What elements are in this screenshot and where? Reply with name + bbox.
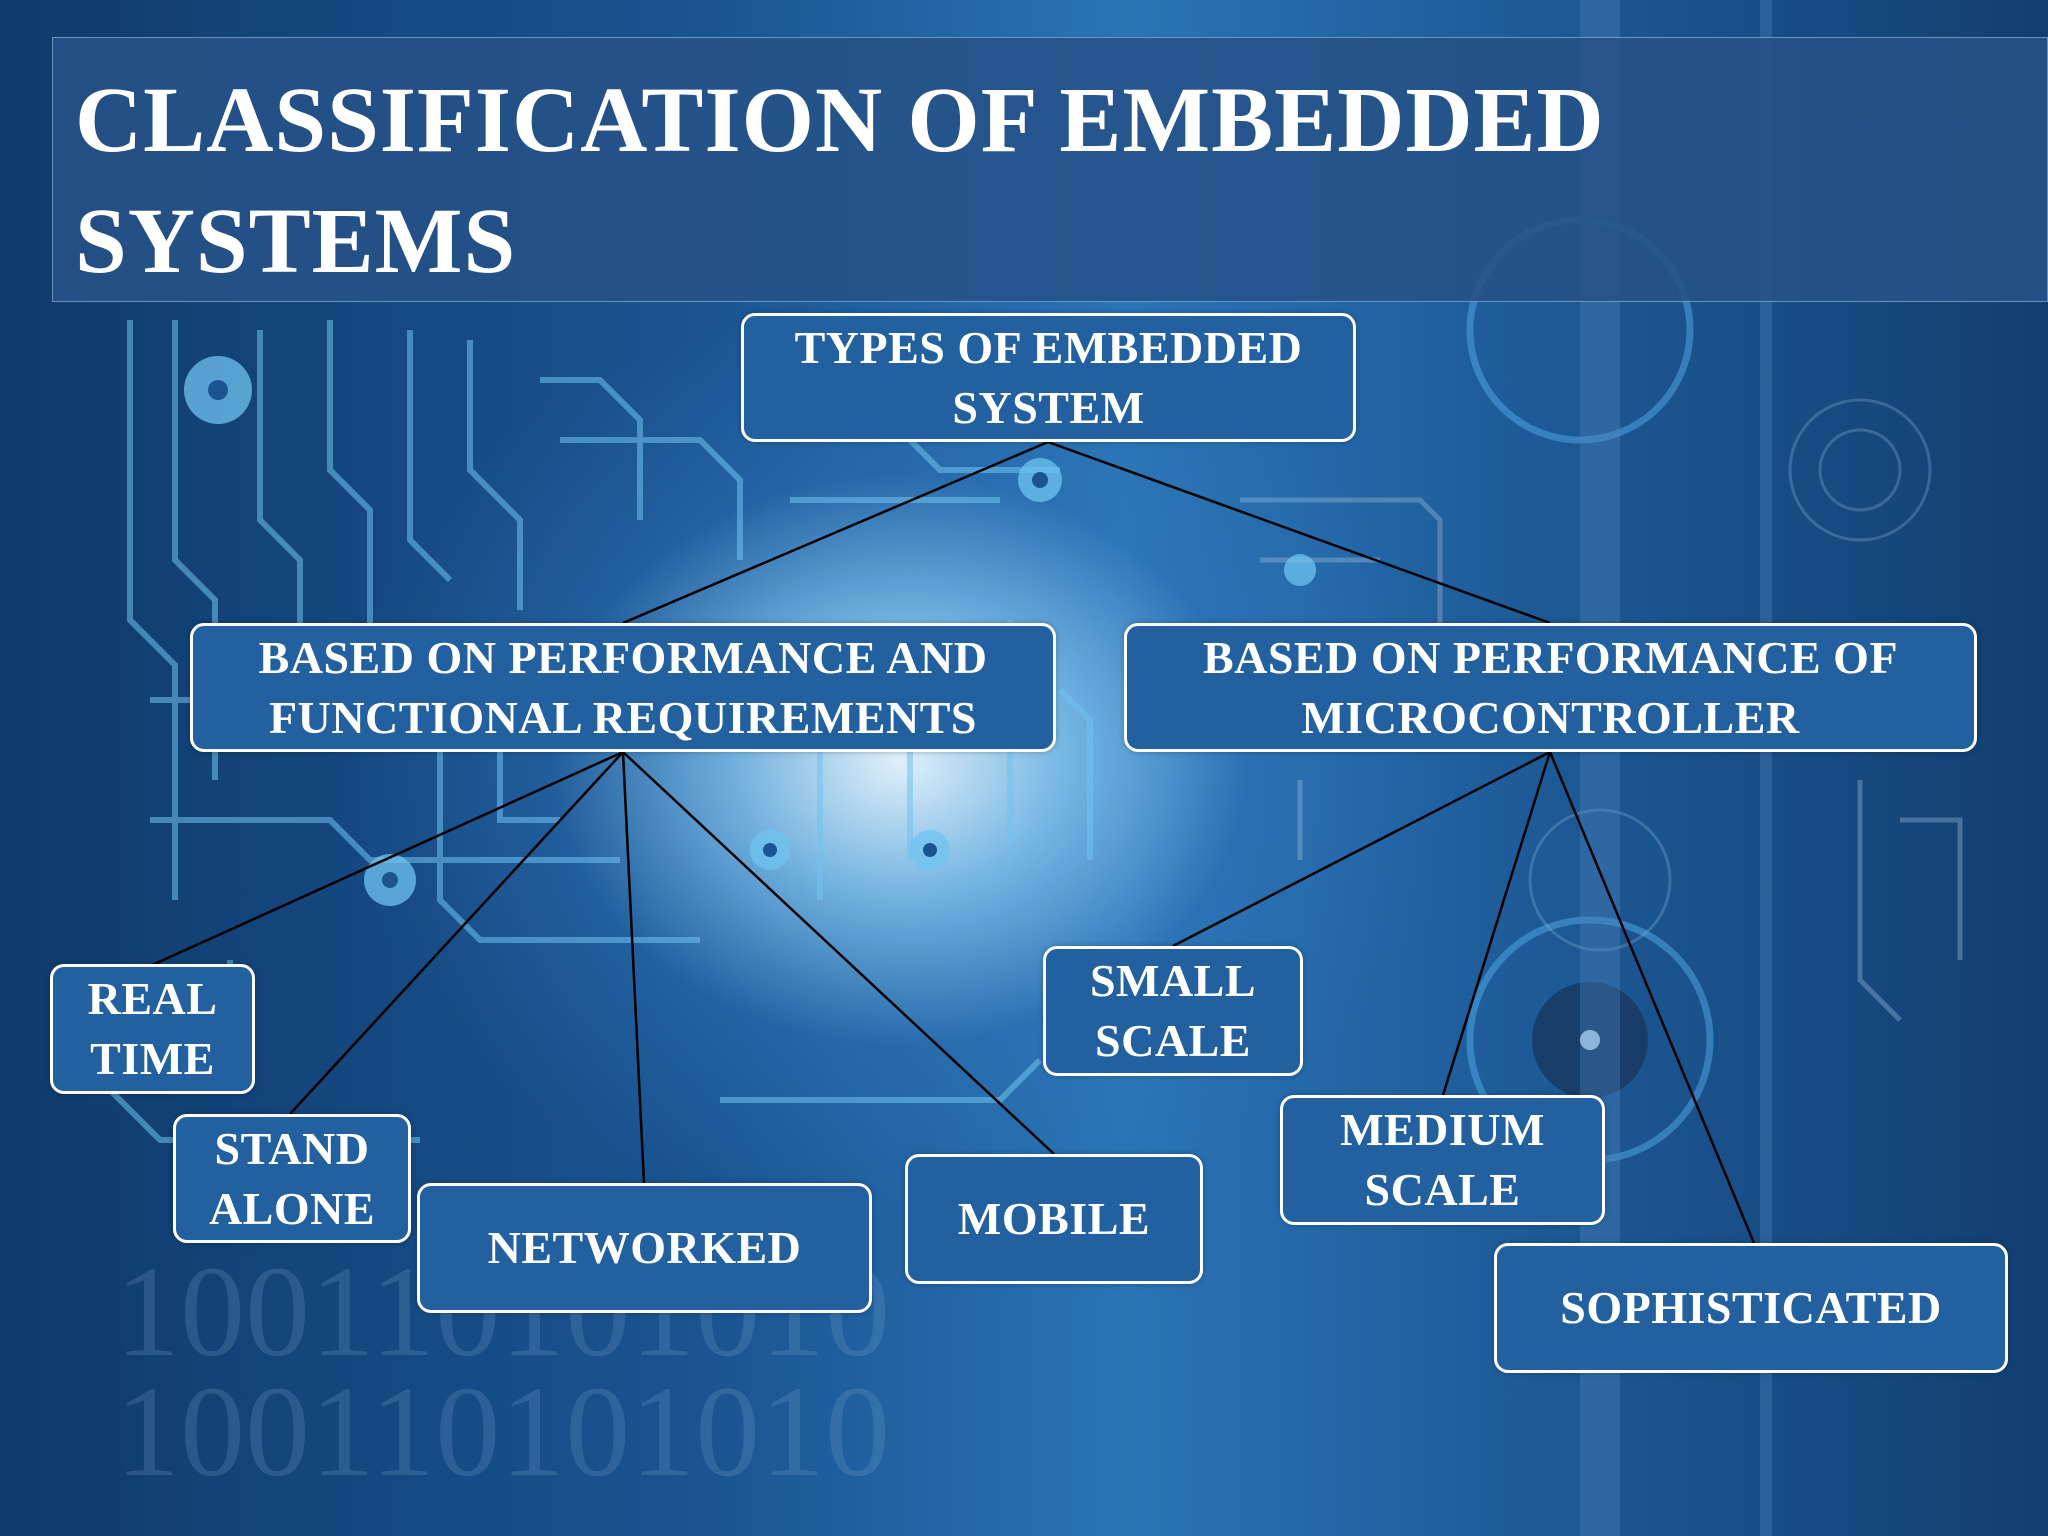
- leaf-node-medium-scale: MEDIUM SCALE: [1280, 1095, 1605, 1225]
- connector-root-to-branch-2: [1047, 440, 1551, 625]
- leaf-node-real-time: REAL TIME: [50, 964, 255, 1094]
- connector-branch-2-to-small-scale: [1172, 750, 1551, 948]
- real-time-line-2: TIME: [90, 1033, 215, 1084]
- branch-1-line-2: FUNCTIONAL REQUIREMENTS: [269, 691, 977, 743]
- branch-node-performance-functional: BASED ON PERFORMANCE AND FUNCTIONAL REQUI…: [190, 623, 1056, 752]
- binary-text-row-2: 100110101010: [115, 1360, 890, 1504]
- branch-1-line-1: BASED ON PERFORMANCE AND: [258, 631, 988, 683]
- real-time-line-1: REAL: [87, 973, 218, 1024]
- leaf-node-small-scale: SMALL SCALE: [1043, 946, 1303, 1076]
- networked-label: NETWORKED: [487, 1222, 802, 1273]
- mobile-label: MOBILE: [957, 1193, 1151, 1244]
- leaf-node-mobile: MOBILE: [905, 1154, 1203, 1284]
- branch-2-line-1: BASED ON PERFORMANCE OF: [1202, 631, 1899, 683]
- leaf-node-sophisticated: SOPHISTICATED: [1494, 1243, 2008, 1373]
- leaf-node-networked: NETWORKED: [417, 1183, 872, 1313]
- stand-alone-line-2: ALONE: [208, 1182, 376, 1234]
- root-node-line-1: TYPES OF EMBEDDED: [794, 321, 1303, 373]
- root-node-line-2: SYSTEM: [952, 381, 1145, 433]
- root-node-types-of-embedded-system: TYPES OF EMBEDDED SYSTEM: [741, 313, 1356, 442]
- stand-alone-line-1: STAND: [214, 1122, 370, 1174]
- page-title: CLASSIFICATION OF EMBEDDED SYSTEMS: [75, 69, 1605, 293]
- title-bar: CLASSIFICATION OF EMBEDDED SYSTEMS: [52, 37, 2048, 302]
- small-scale-line-1: SMALL: [1089, 955, 1257, 1006]
- connector-root-to-branch-1: [622, 440, 1049, 625]
- branch-2-line-2: MICROCONTROLLER: [1301, 691, 1800, 743]
- branch-node-performance-microcontroller: BASED ON PERFORMANCE OF MICROCONTROLLER: [1124, 623, 1977, 752]
- medium-scale-line-1: MEDIUM: [1340, 1104, 1545, 1155]
- connector-branch-1-to-mobile: [622, 751, 1055, 1155]
- connector-branch-1-to-stand-alone: [289, 751, 624, 1115]
- leaf-node-stand-alone: STAND ALONE: [173, 1114, 411, 1243]
- small-scale-line-2: SCALE: [1095, 1015, 1251, 1066]
- connector-branch-1-to-networked: [621, 751, 646, 1184]
- connector-branch-1-to-real-time: [149, 750, 624, 968]
- connector-branch-2-to-medium-scale: [1441, 751, 1552, 1096]
- medium-scale-line-2: SCALE: [1364, 1164, 1521, 1215]
- sophisticated-label: SOPHISTICATED: [1560, 1282, 1942, 1333]
- connector-branch-2-to-sophisticated: [1548, 751, 1756, 1244]
